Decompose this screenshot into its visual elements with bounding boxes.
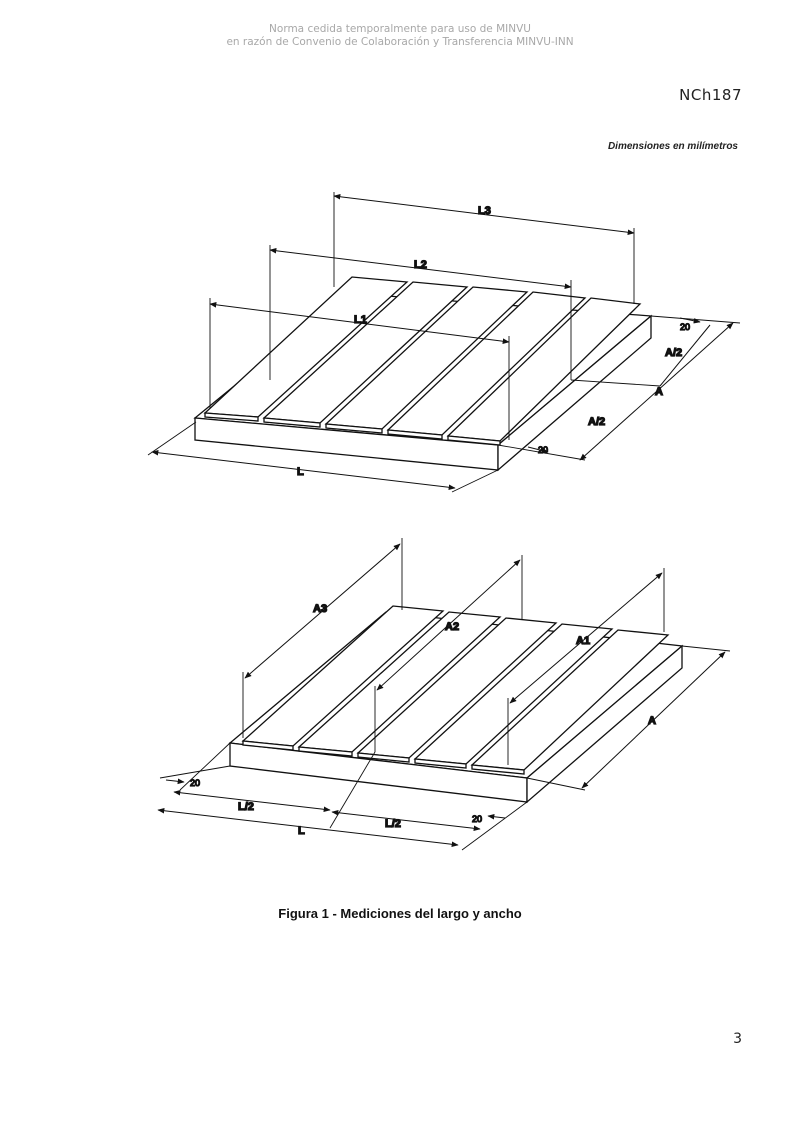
units-note: Dimensiones en milímetros xyxy=(607,141,738,152)
pallet-bottom-figure: A3 A2 A1 A L L/2 L/2 20 20 xyxy=(157,538,730,850)
label-L: L xyxy=(297,466,304,478)
label-A: A xyxy=(648,715,656,727)
bottom-dimension-lines xyxy=(157,543,726,848)
figure-caption: Figura 1 - Mediciones del largo y ancho xyxy=(278,906,522,921)
watermark-line-1: Norma cedida temporalmente para uso de M… xyxy=(269,23,531,35)
document-code: NCh187 xyxy=(679,86,742,104)
label-A3: A3 xyxy=(313,603,327,615)
label-A: A xyxy=(655,386,663,398)
bottom-extension-lines xyxy=(160,538,730,850)
label-20-bottom: 20 xyxy=(538,445,548,455)
pallet-top-figure: L3 L2 L1 L A A/2 A/2 20 20 xyxy=(148,192,740,492)
label-20-top: 20 xyxy=(680,322,690,332)
label-A1: A1 xyxy=(576,635,590,647)
label-L: L xyxy=(298,825,305,837)
label-20-left: 20 xyxy=(190,778,200,788)
watermark-line-2: en razón de Convenio de Colaboración y T… xyxy=(226,36,574,48)
label-L2: L2 xyxy=(414,259,427,271)
page-number: 3 xyxy=(733,1031,742,1047)
label-L-half-left: L/2 xyxy=(238,801,254,813)
top-dimension-lines xyxy=(151,193,734,491)
label-A2: A2 xyxy=(445,621,459,633)
label-20-right: 20 xyxy=(472,814,482,824)
label-L1: L1 xyxy=(354,314,367,326)
label-A-half-bottom: A/2 xyxy=(588,416,605,428)
label-A-half-top: A/2 xyxy=(665,347,682,359)
label-L-half-right: L/2 xyxy=(385,818,401,830)
label-L3: L3 xyxy=(478,205,491,217)
